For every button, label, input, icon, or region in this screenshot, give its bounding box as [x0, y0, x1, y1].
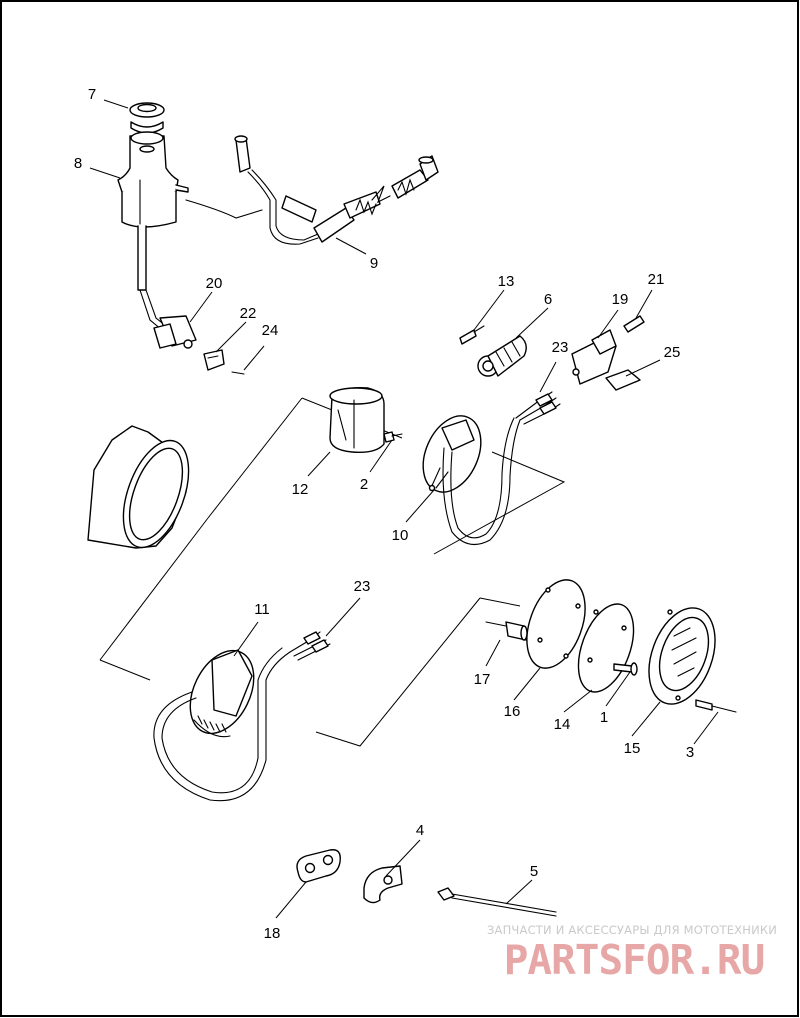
cam-cover-housing [87, 425, 190, 549]
callout-25: 25 [664, 344, 681, 361]
callout-9: 9 [370, 255, 378, 272]
screw [383, 431, 403, 443]
callout-labels: 7 8 9 20 22 24 13 6 19 21 25 23 12 2 10 … [74, 86, 694, 942]
cover-screw [613, 662, 638, 676]
callout-14: 14 [554, 716, 571, 733]
callout-2: 2 [360, 476, 368, 493]
callout-leaders [89, 99, 719, 919]
sensor-plate-lower [153, 631, 331, 802]
callout-10: 10 [392, 527, 409, 544]
callout-12: 12 [292, 481, 309, 498]
sensor-and-connector-parts [459, 315, 645, 391]
cover-fastener [695, 699, 737, 713]
callout-22: 22 [240, 305, 257, 322]
gasket [526, 579, 586, 669]
sensor-plate-upper [422, 391, 561, 546]
callout-16: 16 [504, 703, 521, 720]
spark-plug-wires [185, 135, 439, 245]
timer-cover [648, 607, 716, 705]
watermark-caption: ЗАПЧАСТИ И АКСЕССУАРЫ ДЛЯ МОТОТЕХНИКИ [487, 923, 777, 937]
rotor-cup [329, 386, 385, 454]
callout-19: 19 [612, 291, 629, 308]
ignition-coil-assembly [117, 102, 245, 375]
callout-11: 11 [254, 601, 270, 618]
callout-13: 13 [498, 273, 515, 290]
callout-21: 21 [648, 271, 665, 288]
callout-5: 5 [530, 863, 538, 880]
exploded-view-lower-bracket [99, 597, 521, 747]
callout-15: 15 [624, 740, 641, 757]
watermark: ЗАПЧАСТИ И АКСЕССУАРЫ ДЛЯ МОТОТЕХНИКИ PA… [487, 923, 777, 984]
callout-23-lower: 23 [354, 578, 371, 595]
callout-7: 7 [88, 86, 96, 103]
callout-1: 1 [600, 709, 608, 726]
callout-18: 18 [264, 925, 281, 942]
callout-20: 20 [206, 275, 223, 292]
callout-4: 4 [416, 822, 424, 839]
callout-8: 8 [74, 155, 82, 172]
watermark-brand: PARTSFOR.RU [504, 936, 765, 984]
callout-17: 17 [474, 671, 491, 688]
bottom-small-parts [296, 849, 557, 917]
callout-6: 6 [544, 291, 552, 308]
callout-3: 3 [686, 744, 694, 761]
callout-23-upper: 23 [552, 339, 569, 356]
stud [485, 621, 528, 641]
callout-24: 24 [262, 322, 279, 339]
